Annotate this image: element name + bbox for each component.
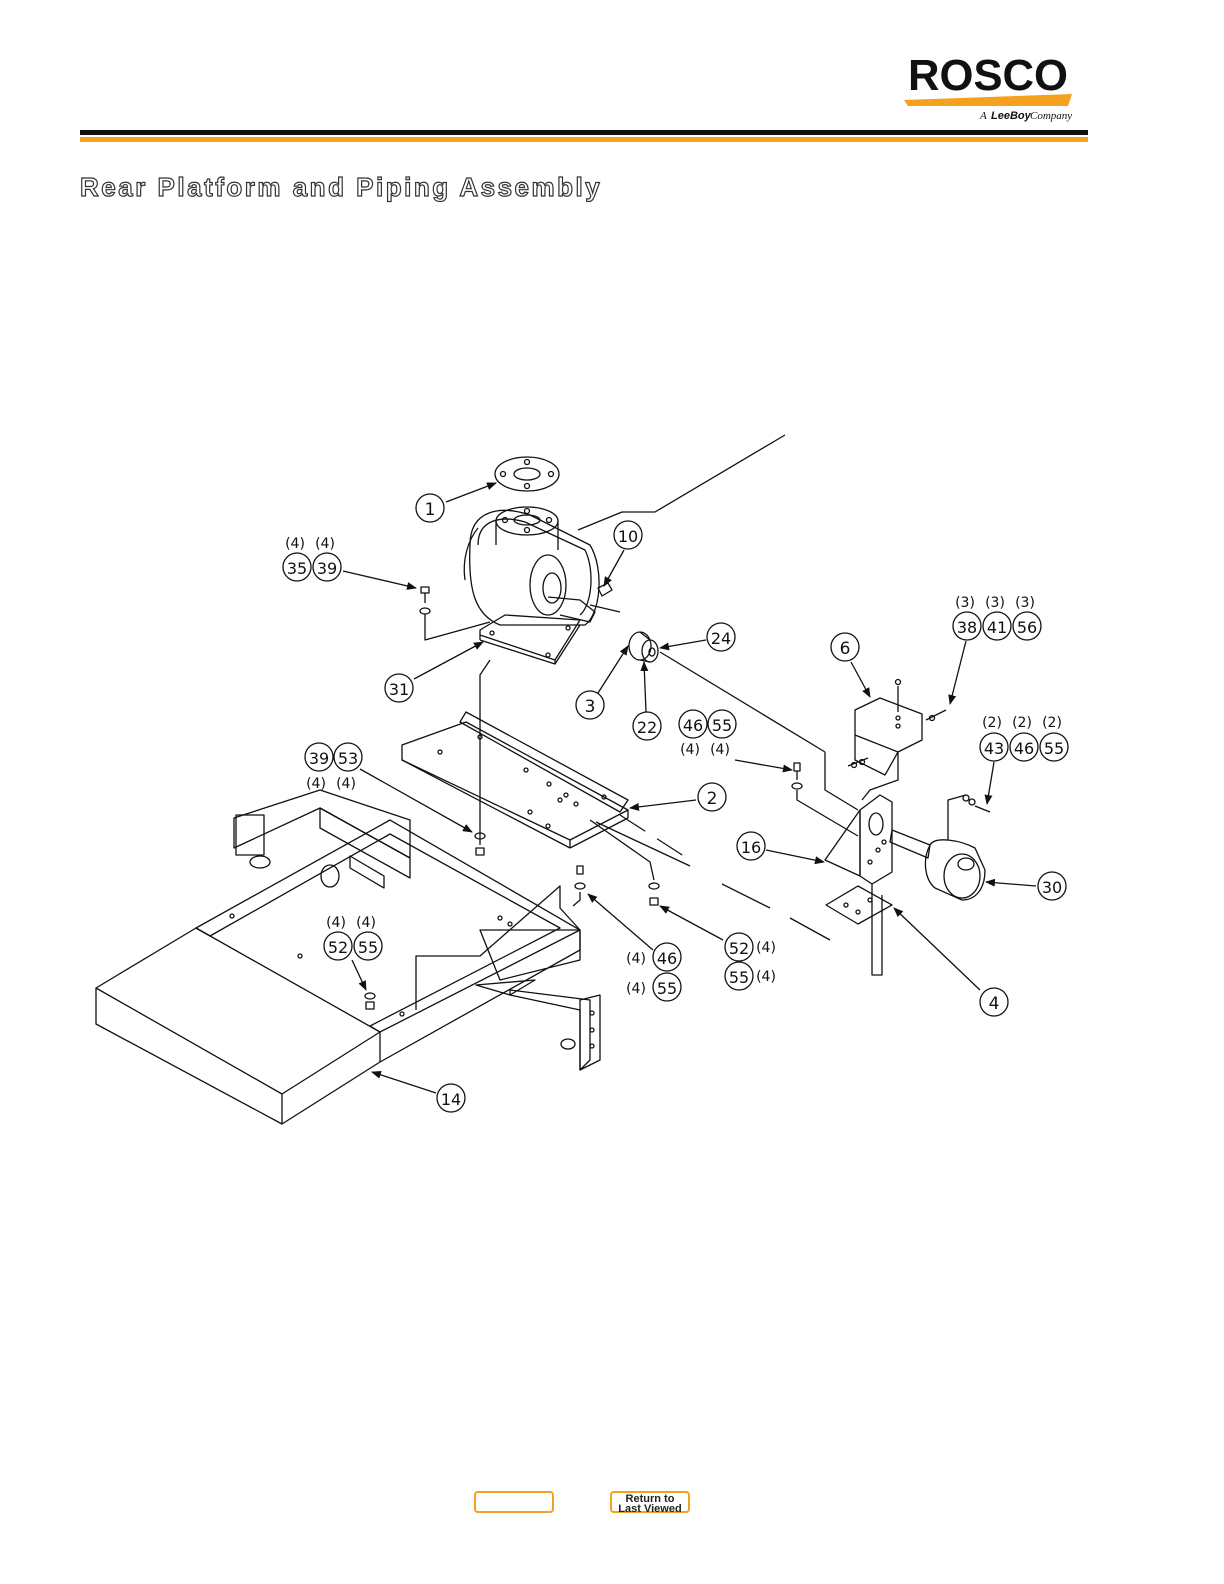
callout-55-e: 55 <box>725 962 753 990</box>
callout-38: 38 <box>953 612 981 640</box>
qty-46-a: (2) <box>1012 715 1032 731</box>
callout-46-c: 46 <box>653 943 681 971</box>
svg-text:1: 1 <box>425 500 436 520</box>
svg-text:4: 4 <box>989 994 1000 1014</box>
coupling <box>629 632 658 662</box>
callout-6: 6 <box>831 633 859 661</box>
callout-30: 30 <box>1038 872 1066 900</box>
callout-22: 22 <box>633 712 661 740</box>
callout-43: 43 <box>980 733 1008 761</box>
svg-text:35: 35 <box>287 559 307 578</box>
qty-55-d: (4) <box>626 981 646 997</box>
qty-55-b: (4) <box>710 742 730 758</box>
svg-text:10: 10 <box>618 527 638 546</box>
mount-plate <box>402 712 628 848</box>
return-to-last-viewed-button[interactable]: Return to Last Viewed <box>610 1491 690 1513</box>
svg-text:55: 55 <box>712 716 732 735</box>
svg-text:55: 55 <box>657 979 677 998</box>
callout-52-a: 52 <box>324 932 352 960</box>
svg-text:30: 30 <box>1042 878 1062 897</box>
svg-text:41: 41 <box>987 618 1007 637</box>
qty-46-c: (4) <box>626 951 646 967</box>
callout-16: 16 <box>737 832 765 860</box>
svg-text:46: 46 <box>657 949 677 968</box>
svg-text:43: 43 <box>984 739 1004 758</box>
svg-text:16: 16 <box>741 838 761 857</box>
callout-24: 24 <box>707 623 735 651</box>
callout-55-c: 55 <box>354 932 382 960</box>
callout-10: 10 <box>614 521 642 549</box>
quantity-labels: (4) (4) (3) (3) (3) (2) (2) (2) (4) (4) … <box>285 536 1062 997</box>
svg-text:55: 55 <box>729 968 749 987</box>
svg-text:52: 52 <box>328 938 348 957</box>
pump-body <box>464 507 620 664</box>
svg-text:24: 24 <box>711 629 731 648</box>
qty-56: (3) <box>1015 595 1035 611</box>
callout-4: 4 <box>980 988 1008 1016</box>
svg-text:14: 14 <box>441 1090 461 1109</box>
svg-text:46: 46 <box>1014 739 1034 758</box>
callout-39-b: 39 <box>305 743 333 771</box>
qty-46-b: (4) <box>680 742 700 758</box>
callout-55-a: 55 <box>1040 733 1068 761</box>
leader-arrows <box>343 483 1036 1093</box>
callout-46-b: 46 <box>679 710 707 738</box>
callout-52-b: 52 <box>725 933 753 961</box>
svg-text:56: 56 <box>1017 618 1037 637</box>
callout-14: 14 <box>437 1084 465 1112</box>
svg-text:52: 52 <box>729 939 749 958</box>
flange-gasket <box>495 457 559 491</box>
qty-55-c: (4) <box>356 915 376 931</box>
callout-31: 31 <box>385 674 413 702</box>
svg-text:31: 31 <box>389 680 409 699</box>
svg-text:55: 55 <box>358 938 378 957</box>
qty-55-a: (2) <box>1042 715 1062 731</box>
svg-text:38: 38 <box>957 618 977 637</box>
nav-blank-button[interactable] <box>474 1491 554 1513</box>
svg-text:46: 46 <box>683 716 703 735</box>
qty-52-b: (4) <box>756 940 776 956</box>
callout-41: 41 <box>983 612 1011 640</box>
qty-39-a: (4) <box>315 536 335 552</box>
callout-56: 56 <box>1013 612 1041 640</box>
callout-39-a: 39 <box>313 553 341 581</box>
callout-55-b: 55 <box>708 710 736 738</box>
svg-text:3: 3 <box>585 697 596 717</box>
callout-53: 53 <box>334 743 362 771</box>
qty-38: (3) <box>955 595 975 611</box>
motor-bracket <box>848 680 946 801</box>
qty-41: (3) <box>985 595 1005 611</box>
svg-text:53: 53 <box>338 749 358 768</box>
qty-52-a: (4) <box>326 915 346 931</box>
callout-2: 2 <box>698 783 726 811</box>
svg-text:22: 22 <box>637 718 657 737</box>
qty-55-e: (4) <box>756 969 776 985</box>
svg-text:6: 6 <box>840 639 851 659</box>
callout-35: 35 <box>283 553 311 581</box>
qty-39-b: (4) <box>306 776 326 792</box>
svg-text:39: 39 <box>309 749 329 768</box>
svg-text:55: 55 <box>1044 739 1064 758</box>
part-drawing <box>96 435 990 1124</box>
platform-frame <box>96 790 600 1124</box>
callout-46-a: 46 <box>1010 733 1038 761</box>
callout-1: 1 <box>416 494 444 522</box>
qty-53: (4) <box>336 776 356 792</box>
svg-text:2: 2 <box>707 789 718 809</box>
qty-35: (4) <box>285 536 305 552</box>
callout-3: 3 <box>576 691 604 719</box>
svg-text:39: 39 <box>317 559 337 578</box>
hydraulic-motor <box>890 795 990 900</box>
callout-55-d: 55 <box>653 973 681 1001</box>
qty-43: (2) <box>982 715 1002 731</box>
